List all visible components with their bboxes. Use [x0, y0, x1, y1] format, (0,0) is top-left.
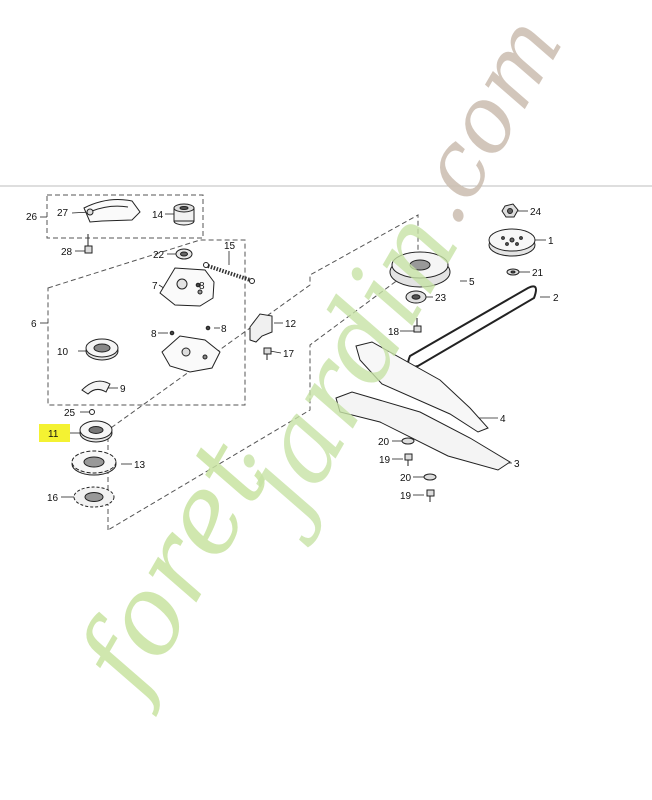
bearing-23	[405, 290, 427, 304]
washer-20b	[423, 473, 437, 481]
bolt-19b	[426, 489, 435, 502]
label-10: 10	[57, 347, 69, 358]
label-26: 26	[26, 212, 38, 223]
label-15: 15	[224, 241, 236, 252]
plate-7	[159, 267, 215, 307]
highlight-part-11	[39, 424, 70, 442]
label-2: 2	[553, 293, 559, 304]
label-18: 18	[388, 327, 400, 338]
label-19a: 19	[379, 455, 391, 466]
label-21: 21	[532, 268, 544, 279]
blade-4	[355, 341, 489, 433]
pin-8b	[169, 330, 175, 336]
bracket-12	[249, 313, 273, 343]
parts-graphics	[71, 199, 537, 508]
spring-15	[203, 262, 255, 284]
label-23: 23	[435, 293, 447, 304]
pulley-11	[79, 420, 113, 443]
plate-lower	[161, 335, 221, 373]
label-27: 27	[57, 208, 69, 219]
blade-3	[335, 391, 511, 471]
label-20a: 20	[378, 437, 390, 448]
bolt-19a	[404, 453, 413, 466]
nut-24	[501, 203, 519, 218]
bolt-28	[84, 234, 93, 254]
bearing-10	[85, 338, 119, 361]
cog-16	[73, 486, 115, 508]
bearing-22	[175, 248, 193, 260]
gear-13	[71, 450, 117, 476]
group-frames	[46, 194, 419, 531]
hub-5	[389, 251, 451, 288]
washer-20a	[401, 437, 415, 445]
bolt-17	[263, 347, 272, 360]
label-19b: 19	[400, 491, 412, 502]
label-25: 25	[64, 408, 76, 419]
label-8a: 8	[199, 281, 205, 292]
label-12: 12	[285, 319, 297, 330]
watermark-com: .com	[383, 0, 583, 241]
label-24: 24	[530, 207, 542, 218]
label-11: 11	[48, 429, 59, 440]
label-8c: 8	[221, 324, 227, 335]
bolt-18	[413, 318, 422, 333]
label-1: 1	[548, 236, 554, 247]
cover-plate-27	[83, 199, 141, 223]
washer-21	[506, 268, 520, 276]
label-13: 13	[134, 460, 146, 471]
label-5: 5	[469, 277, 475, 288]
label-4: 4	[500, 414, 506, 425]
main-frame	[107, 214, 419, 531]
clip-9	[81, 380, 111, 395]
group-6-frame	[47, 239, 246, 406]
label-16: 16	[47, 493, 59, 504]
bearing-14	[173, 203, 195, 226]
label-3: 3	[514, 459, 520, 470]
label-17: 17	[283, 349, 295, 360]
group-26-frame	[46, 194, 204, 239]
pin-8a	[195, 282, 201, 288]
pulley-1	[488, 228, 536, 257]
label-28: 28	[61, 247, 73, 258]
pin-8c	[205, 325, 211, 331]
label-9: 9	[120, 384, 126, 395]
part-labels: 26 27 14 28 22 15 7 8 6 8 8 12 17 10 9 2…	[26, 207, 559, 504]
label-22: 22	[153, 250, 165, 261]
label-20b: 20	[400, 473, 412, 484]
label-14: 14	[152, 210, 164, 221]
washer-25	[89, 409, 95, 415]
label-6: 6	[31, 319, 37, 330]
label-7: 7	[152, 281, 158, 292]
watermark-logo: foret jardin .com	[51, 0, 584, 719]
label-8b: 8	[151, 329, 157, 340]
